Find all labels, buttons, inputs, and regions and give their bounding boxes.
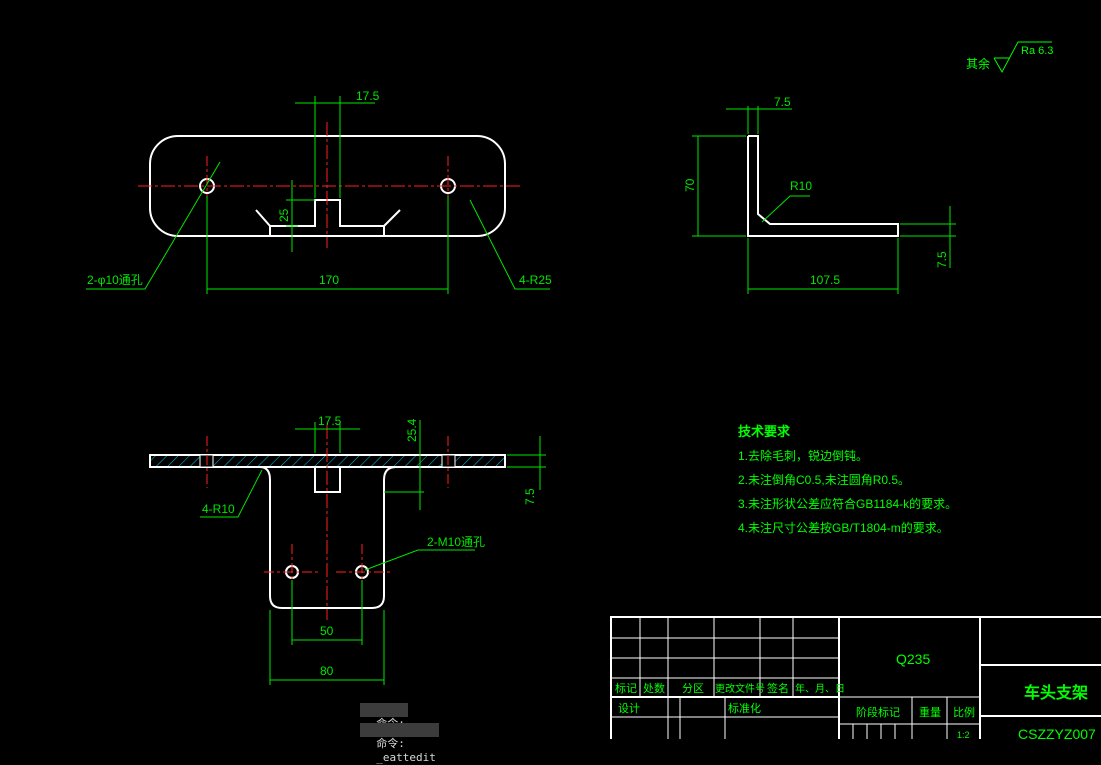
dim-side-70: 70	[683, 178, 697, 192]
command-input-line[interactable]: 命令: _eattedit	[360, 723, 439, 764]
tb-scale-value: 1:2	[957, 730, 970, 739]
dim-front-7-5: 7.5	[523, 488, 537, 505]
tb-standard-label: 标准化	[728, 701, 761, 715]
command-input[interactable]: _eattedit	[376, 751, 436, 764]
tb-scale-label: 比例	[953, 705, 975, 719]
tb-header: 更改文件号	[715, 682, 765, 695]
tech-requirements[interactable]: 技术要求 1.去除毛刺，锐边倒钝。 2.未注倒角C0.5,未注圆角R0.5。 3…	[738, 424, 957, 535]
tb-header: 标记	[615, 681, 637, 695]
callout-thread-holes: 2-M10通孔	[427, 535, 485, 549]
dim-side-r10: R10	[790, 179, 812, 193]
side-view-outline	[747, 135, 899, 237]
dim-top-25: 25	[277, 208, 291, 222]
title-block[interactable]: 标记 处数 分区 更改文件号 签名 年、月、日 设计 标准化 Q235 阶段标记…	[610, 616, 1101, 739]
callout-corner-radius: 4-R25	[519, 273, 552, 287]
roughness-label: 其余	[966, 56, 990, 71]
tb-drawing-number: CSZZYZ007	[1018, 726, 1096, 739]
tb-design-label: 设计	[618, 702, 640, 715]
front-view-bracket	[259, 466, 397, 609]
dim-front-50: 50	[320, 624, 334, 638]
dim-front-17-5: 17.5	[318, 414, 342, 428]
tb-stage-label: 阶段标记	[856, 705, 900, 719]
dim-side-107-5: 107.5	[810, 273, 840, 287]
dim-top-17-5: 17.5	[356, 89, 380, 103]
tb-header: 处数	[643, 682, 665, 695]
tb-weight-label: 重量	[919, 705, 941, 719]
dim-top-170: 170	[319, 273, 339, 287]
surface-roughness-symbol[interactable]: 其余 Ra 6.3	[966, 41, 1053, 74]
callout-fillet: 4-R10	[202, 502, 235, 516]
front-view[interactable]: 17.5 25.4 7.5 50 80 4-R10 2-M10通孔	[149, 414, 546, 685]
tech-req-item: 3.未注形状公差应符合GB1184-k的要求。	[738, 496, 957, 511]
roughness-check-icon	[993, 41, 1052, 74]
command-history-line: 命令:	[360, 703, 408, 730]
side-view[interactable]: 7.5 70 R10 7.5 107.5	[683, 95, 956, 294]
command-prompt-label: 命令:	[376, 737, 405, 750]
tech-req-item: 4.未注尺寸公差按GB/T1804-m的要求。	[738, 520, 949, 535]
top-view[interactable]: 17.5 25 170 2-φ10通孔 4-R25	[86, 89, 552, 294]
callout-holes: 2-φ10通孔	[87, 273, 143, 287]
dim-front-25-4: 25.4	[405, 418, 419, 442]
tb-material: Q235	[896, 651, 930, 667]
dim-side-7-5-top: 7.5	[774, 95, 791, 109]
tech-req-item: 2.未注倒角C0.5,未注圆角R0.5。	[738, 472, 910, 487]
roughness-value: Ra 6.3	[1021, 45, 1053, 57]
tb-part-name: 车头支架	[1024, 683, 1088, 702]
tb-header: 分区	[682, 682, 704, 695]
dim-side-7-5-right: 7.5	[935, 251, 949, 268]
tech-req-item: 1.去除毛刺，锐边倒钝。	[738, 448, 868, 463]
tech-req-title: 技术要求	[738, 424, 791, 439]
tb-header: 年、月、日	[795, 682, 845, 695]
tb-header: 签名	[767, 681, 789, 695]
cad-drawing-canvas[interactable]: 其余 Ra 6.3 17.5 25 170	[0, 0, 1101, 739]
dim-front-80: 80	[320, 664, 334, 678]
